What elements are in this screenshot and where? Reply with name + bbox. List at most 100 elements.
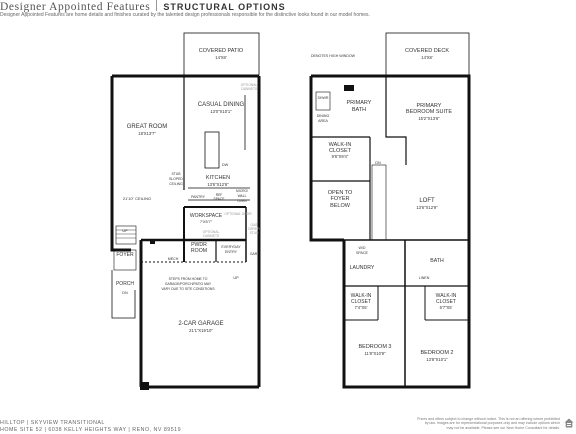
intro-text: Designer Appointed Features are home det…: [0, 12, 370, 18]
walk-in-closet-2-dims: 6'7"X5': [440, 305, 453, 310]
workspace-dims: 7'X5'7": [200, 219, 213, 224]
wd-space-label: W/D: [359, 246, 366, 250]
covered-deck-label: COVERED DECK: [405, 48, 449, 54]
kitchen-dims: 13'6"X12'6": [207, 182, 229, 187]
dining-area-label: DINING: [317, 114, 330, 118]
loft-label: LOFT: [419, 198, 435, 204]
mech-label: MECH: [168, 257, 179, 261]
svg-text:SPACE: SPACE: [214, 197, 226, 201]
left-wall: [110, 76, 131, 252]
bedroom-2-dims: 13'8"X10'1": [426, 357, 448, 362]
garage-post: [140, 382, 149, 390]
garage-abbrev-label: GAR.: [250, 252, 258, 256]
laundry-label: LAUNDRY: [350, 265, 375, 271]
first-floor-plan: [110, 32, 261, 390]
svg-text:STUB: STUB: [250, 231, 260, 235]
svg-text:CABINETS: CABINETS: [241, 87, 258, 91]
high-window-note: DENOTES HIGH WINDOW: [311, 54, 356, 58]
ceiling-note: 21'10" CEILING: [123, 196, 151, 201]
svg-text:CLOSET: CLOSET: [351, 299, 371, 305]
walk-in-closet-3-label: WALK-IN: [351, 293, 372, 299]
covered-deck-dims: 14'X8': [421, 55, 433, 60]
foyer-label: FOYER: [116, 252, 134, 258]
equal-housing-icon: [564, 418, 574, 428]
porch-dn-label: DN: [122, 291, 128, 295]
walk-in-closet-label: WALK-IN: [329, 142, 352, 148]
loft-dims: 13'6"X12'9": [416, 205, 438, 210]
walk-in-closet-dims: 9'6"X9'4": [332, 154, 349, 159]
garage-label: 2-CAR GARAGE: [178, 321, 223, 327]
pantry-label: PANTRY: [191, 195, 206, 199]
casual-dining-label: CASUAL DINING: [198, 102, 245, 108]
shower-label: SHWR: [318, 96, 329, 100]
column: [150, 240, 155, 244]
bedroom-3-label: BEDROOM 3: [358, 344, 391, 350]
high-window-marker: [344, 85, 354, 91]
footer-homesite: HOME SITE 52 | 6038 KELLY HEIGHTS WAY | …: [0, 427, 182, 433]
stair-up-label: UP: [122, 229, 128, 233]
primary-bath-wall: [385, 76, 407, 165]
svg-text:WALL: WALL: [238, 194, 247, 198]
linen-label: LINEN: [419, 276, 430, 280]
upper-front-left-wall: [342, 240, 405, 389]
svg-text:GARAGE/PORCH/PATIO MAY: GARAGE/PORCH/PATIO MAY: [165, 282, 212, 286]
porch-outline: [111, 270, 136, 319]
upper-left-wall: [309, 76, 344, 242]
upper-stair: [371, 164, 387, 241]
svg-text:BEDROOM SUITE: BEDROOM SUITE: [406, 109, 452, 115]
svg-text:CLOSET: CLOSET: [329, 148, 352, 154]
svg-text:BELOW: BELOW: [330, 203, 351, 209]
covered-patio-outline: [183, 32, 260, 76]
svg-text:AREA: AREA: [318, 119, 328, 123]
gas-dryer-label: GAS: [251, 223, 259, 227]
svg-text:OVEN: OVEN: [237, 199, 247, 203]
second-floor-plan: [309, 32, 471, 389]
garage-up-label: UP: [233, 276, 239, 280]
svg-text:FOYER: FOYER: [331, 196, 350, 202]
foyer-box: [113, 249, 137, 271]
svg-text:VARY DUE TO SITE CONDITIONS: VARY DUE TO SITE CONDITIONS: [161, 287, 215, 291]
shower: [315, 91, 331, 111]
walk-in-closet-2-label: WALK-IN: [436, 293, 457, 299]
garage-dims: 21'1"X19'10": [189, 328, 213, 333]
covered-patio-dims: 14'X8': [215, 55, 227, 60]
bedroom-3-dims: 11'8"X10'9": [364, 351, 386, 356]
workspace-label: WORKSPACE: [190, 213, 223, 219]
footer-disclaimer: Prices and offers subject to change with…: [417, 417, 560, 430]
micro-wall-oven-label: MICRO/: [236, 189, 248, 193]
bedroom-2-label: BEDROOM 2: [420, 350, 453, 356]
svg-text:BATH: BATH: [352, 107, 366, 113]
optional-cabinets-label: OPTIONAL: [241, 83, 258, 87]
primary-suite-dims: 15'2"X13'6": [418, 116, 440, 121]
header-divider: [156, 0, 158, 11]
porch-label: PORCH: [116, 281, 134, 287]
upper-rear-right-wall: [311, 74, 471, 240]
footer-address: HILLTOP | SKYVIEW TRANSITIONAL HOME SITE…: [0, 420, 181, 434]
covered-patio-label: COVERED PATIO: [199, 48, 244, 54]
svg-text:CEILING: CEILING: [169, 182, 183, 186]
kitchen-island: [204, 131, 220, 169]
svg-text:CLOSET: CLOSET: [436, 299, 456, 305]
header-subtitle: STRUCTURAL OPTIONS: [163, 2, 286, 12]
footer-community: HILLTOP | SKYVIEW TRANSITIONAL: [0, 420, 105, 426]
svg-text:SLOPED: SLOPED: [169, 177, 183, 181]
open-to-foyer-label: OPEN TO: [328, 190, 353, 196]
steps-note: STEPS FROM HOME TO: [169, 277, 208, 281]
svg-text:ENTRY: ENTRY: [225, 250, 238, 254]
casual-dining-dims: 13'0"X10'1": [210, 109, 232, 114]
ref-space-label: REF: [216, 193, 223, 197]
svg-text:SPACE: SPACE: [356, 251, 369, 255]
walk-in-closet-3-dims: 7'4"X5': [355, 305, 368, 310]
bath-label: BATH: [430, 258, 444, 264]
optional-door-label: OPTIONAL DOOR: [224, 212, 252, 216]
optional-cabinets-2-label: OPTIONAL: [203, 230, 220, 234]
kitchen-label: KITCHEN: [206, 175, 230, 181]
pwdr-room-label: PWDR: [191, 242, 207, 248]
svg-text:DRYER: DRYER: [248, 227, 260, 231]
primary-bath-label: PRIMARY: [347, 100, 372, 106]
second-floor-labels: DENOTES HIGH WINDOW COVERED DECK 14'X8' …: [311, 48, 457, 362]
great-room-dims: 18'X13'7": [138, 131, 156, 136]
stair-run: [115, 225, 137, 245]
